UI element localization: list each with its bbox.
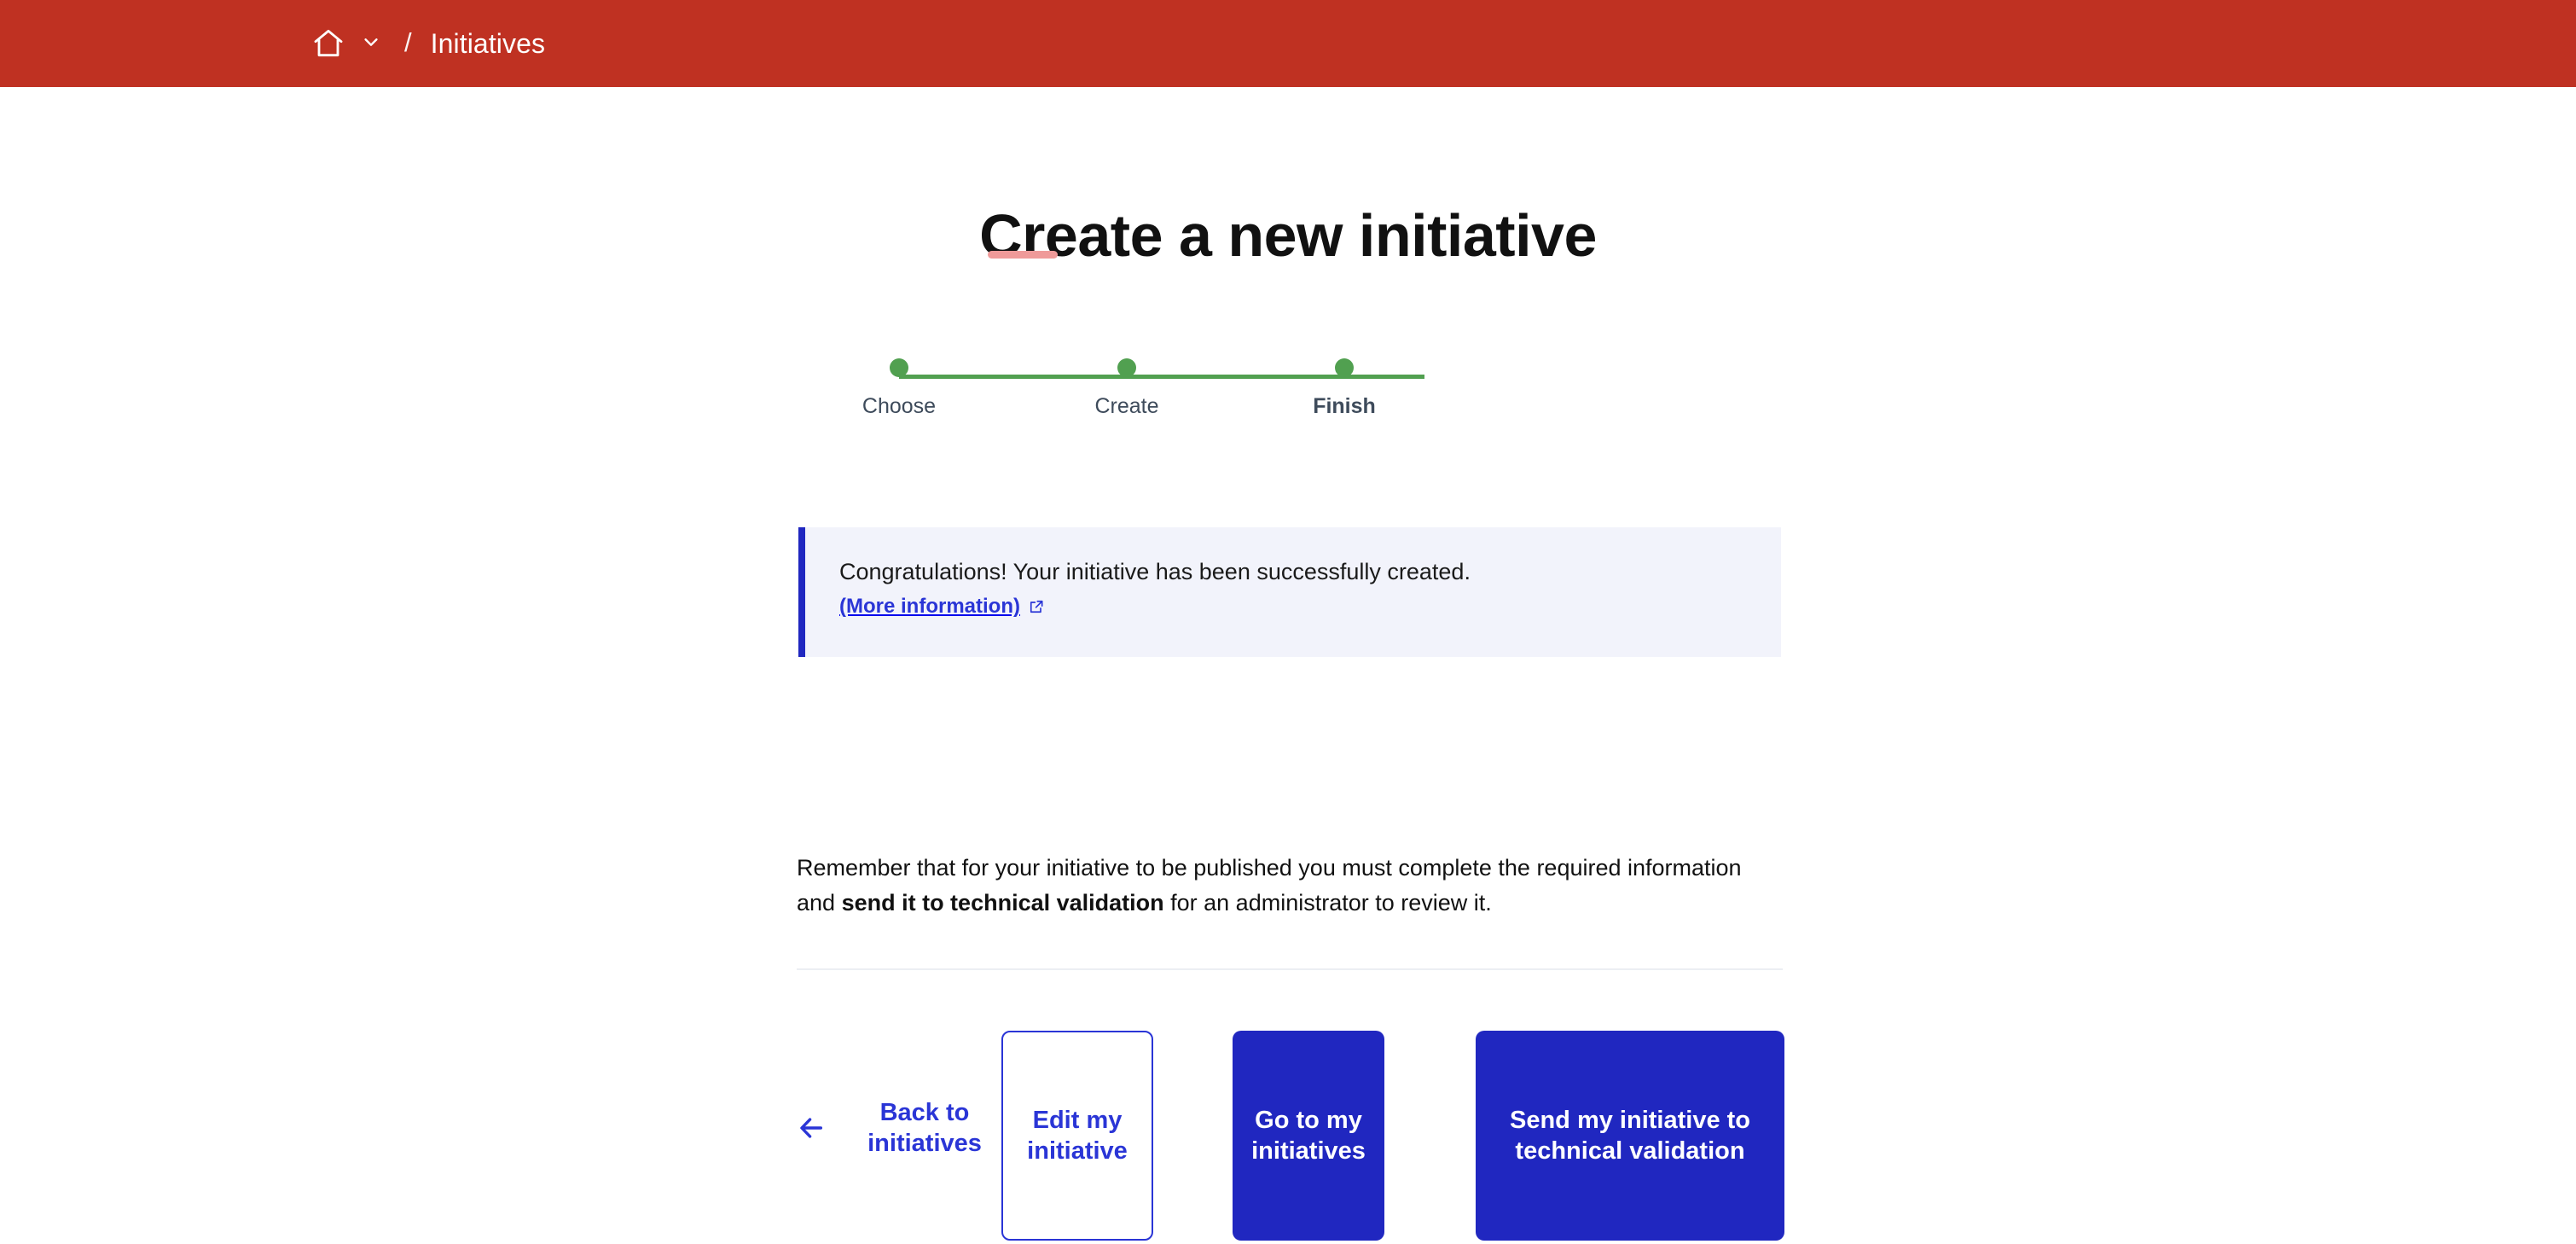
arrow-left-icon bbox=[797, 1113, 826, 1142]
success-alert: Congratulations! Your initiative has bee… bbox=[798, 527, 1781, 657]
breadcrumb-separator: / bbox=[404, 26, 412, 57]
chevron-down-icon bbox=[362, 32, 380, 55]
edit-my-initiative-button[interactable]: Edit my initiative bbox=[1001, 1031, 1153, 1241]
body-paragraph-part-2: for an administrator to review it. bbox=[1163, 890, 1492, 916]
stepper-label-finish: Finish bbox=[1313, 394, 1376, 418]
page-title-underline bbox=[988, 251, 1058, 259]
alert-message: Congratulations! Your initiative has bee… bbox=[839, 559, 1471, 584]
page-title: Create a new initiative bbox=[979, 201, 1597, 269]
breadcrumb-current-initiatives: Initiatives bbox=[430, 27, 546, 59]
section-divider bbox=[797, 968, 1783, 970]
stepper-step-finish[interactable]: Finish bbox=[1272, 358, 1417, 419]
stepper-track bbox=[899, 375, 1424, 379]
page-content: Create a new initiative Choose Create Fi… bbox=[0, 87, 2576, 1241]
progress-stepper: Choose Create Finish bbox=[862, 358, 1443, 435]
send-to-technical-validation-button[interactable]: Send my initiative to technical validati… bbox=[1476, 1031, 1784, 1241]
more-information-link[interactable]: (More information) bbox=[839, 596, 1045, 617]
home-button[interactable] bbox=[309, 24, 348, 63]
stepper-label-choose: Choose bbox=[862, 394, 937, 418]
home-icon bbox=[311, 26, 345, 61]
stepper-label-create: Create bbox=[1094, 394, 1159, 418]
more-information-label: (More information) bbox=[839, 595, 1020, 619]
go-to-my-initiatives-button[interactable]: Go to my initiatives bbox=[1233, 1031, 1384, 1241]
back-to-initiatives-label: Back to initiatives bbox=[867, 1099, 982, 1158]
stepper-step-choose[interactable]: Choose bbox=[827, 358, 972, 419]
stepper-dot-icon bbox=[890, 358, 908, 377]
stepper-step-create[interactable]: Create bbox=[1054, 358, 1199, 419]
action-bar: Back to initiatives Edit my initiative G… bbox=[797, 1031, 1786, 1244]
home-dropdown-button[interactable] bbox=[357, 26, 386, 61]
top-navigation-bar: / Initiatives bbox=[0, 0, 2576, 87]
body-paragraph-emphasis: send it to technical validation bbox=[841, 890, 1164, 916]
body-paragraph: Remember that for your initiative to be … bbox=[797, 851, 1786, 921]
stepper-dot-icon bbox=[1117, 358, 1136, 377]
stepper-dot-icon bbox=[1335, 358, 1354, 377]
back-to-initiatives-link[interactable]: Back to initiatives bbox=[797, 1097, 1010, 1160]
breadcrumb: / Initiatives bbox=[309, 0, 545, 87]
body-paragraph-part-1: Remember that for your initiative to be … bbox=[797, 855, 1742, 916]
external-link-icon bbox=[1028, 598, 1045, 615]
